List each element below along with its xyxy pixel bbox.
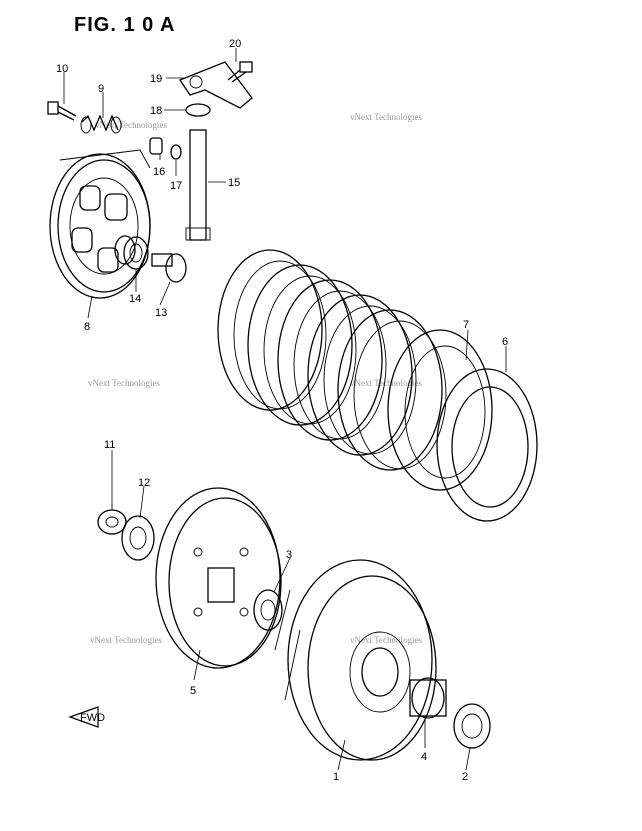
callout-4: 4	[421, 751, 427, 763]
callout-2: 2	[462, 771, 468, 783]
callout-8: 8	[84, 321, 90, 333]
callout-12: 12	[138, 477, 150, 489]
bearing-part-14	[123, 236, 149, 270]
callout-15: 15	[228, 177, 240, 189]
drive-plate-part-6	[436, 368, 538, 522]
bolt-part-10	[47, 101, 77, 121]
spring-part-9	[80, 114, 122, 134]
callout-16: 16	[153, 166, 165, 178]
release-shaft-part-15	[185, 129, 211, 241]
oil-seal-part-18	[185, 103, 211, 117]
watermark-1: vNext Technologies	[95, 120, 167, 130]
callout-10: 10	[56, 63, 68, 75]
callout-17: 17	[170, 180, 182, 192]
callout-3: 3	[286, 549, 292, 561]
callout-11: 11	[104, 439, 115, 451]
figure-title: FIG. 1 0 A	[74, 14, 176, 36]
callout-20: 20	[229, 38, 241, 50]
callout-13: 13	[155, 307, 167, 319]
callout-14: 14	[129, 293, 141, 305]
callout-6: 6	[502, 336, 508, 348]
fwd-arrow-icon: FWD	[68, 706, 105, 728]
callout-1: 1	[333, 771, 339, 783]
bolt-part-20	[227, 61, 253, 83]
clutch-housing-part-1	[274, 559, 437, 761]
spring-washer-part-3	[253, 589, 283, 631]
watermark-4: vNext Technologies	[350, 378, 422, 388]
needle-bearing-part-4	[409, 677, 447, 719]
callout-9: 9	[98, 83, 104, 95]
fwd-label: FWD	[80, 712, 105, 724]
callout-19: 19	[150, 73, 162, 85]
clutch-plates-stack	[217, 249, 447, 471]
leader-lines	[63, 48, 507, 771]
nut-part-11	[97, 509, 127, 535]
lock-washer-part-12	[121, 515, 155, 561]
callout-5: 5	[190, 685, 196, 697]
lever-part-19	[179, 61, 253, 109]
washer-part-17	[170, 144, 182, 160]
watermark-5: vNext Technologies	[90, 635, 162, 645]
watermark-6: vNext Technologies	[350, 635, 422, 645]
driven-plate-part-7	[387, 329, 493, 491]
callout-18: 18	[150, 105, 162, 117]
callout-7: 7	[463, 319, 469, 331]
callout-labels: 10 9 20 19 18 16 17 15 14 13 8 7 6 11 12…	[56, 38, 508, 783]
watermark-2: vNext Technologies	[350, 112, 422, 122]
bolt-part-16	[149, 137, 163, 155]
watermark-3: vNext Technologies	[88, 378, 160, 388]
push-piece-part-13	[151, 253, 187, 283]
pressure-plate-part-8	[49, 149, 151, 299]
watermarks: vNext Technologies vNext Technologies vN…	[88, 112, 422, 645]
clutch-hub-part-5	[155, 487, 282, 669]
thrust-washer-part-2	[453, 703, 491, 749]
